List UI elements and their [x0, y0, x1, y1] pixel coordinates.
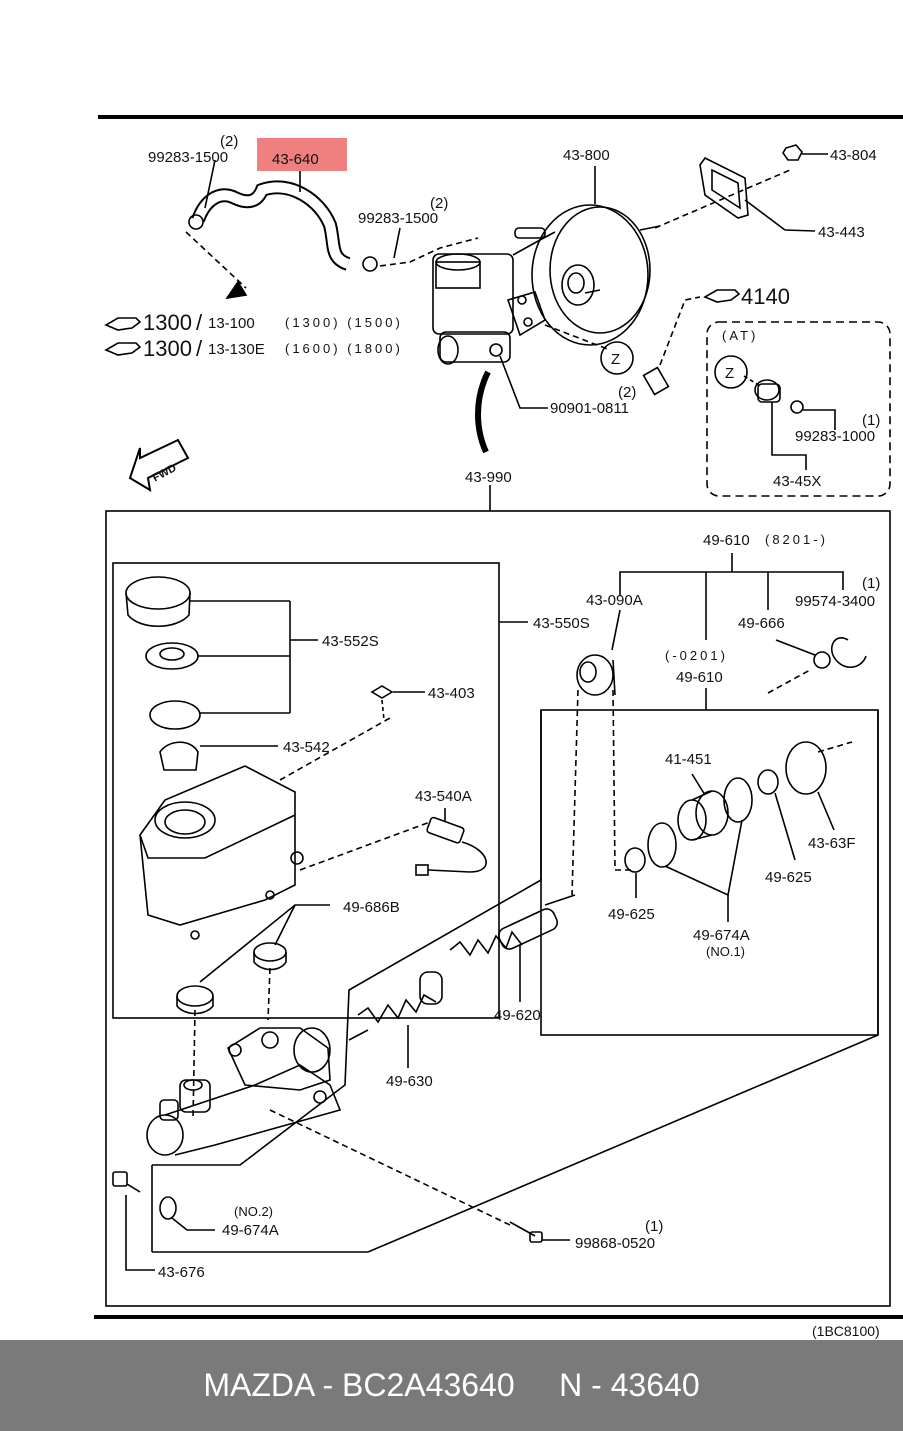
piston-41-451 [624, 741, 835, 922]
arrow-43-990 [475, 370, 491, 454]
label-49-625-a: 49-625 [765, 869, 812, 886]
snap-ring-99574 [767, 637, 867, 753]
z-label-1: Z [611, 351, 620, 368]
at-fitting-43-45x [743, 375, 836, 470]
label-43-800: 43-800 [563, 147, 610, 164]
ref-4140[interactable]: 4140 [741, 284, 790, 309]
brake-booster-43-800 [514, 166, 791, 351]
label-49-610: 49-610 [676, 669, 723, 686]
ref-1300-b[interactable]: 1300 [143, 336, 192, 361]
reference-hand-icon [104, 289, 741, 356]
ref-1300-b-slash: / [196, 336, 203, 361]
label-49-666: 49-666 [738, 615, 785, 632]
label-99283-1500-b: 99283-1500 [358, 210, 438, 227]
label-41-451: 41-451 [665, 751, 712, 768]
label-49-620: 49-620 [494, 1007, 541, 1024]
footer-spacer [515, 1367, 559, 1404]
label-49-686b: 49-686B [343, 899, 400, 916]
label-at: (AT) [722, 328, 758, 343]
footer-number: N - 43640 [559, 1367, 700, 1403]
label-49-674a: 49-674A [693, 927, 750, 944]
nut-43-804 [782, 144, 828, 161]
label-43-090a: 43-090A [586, 592, 643, 609]
label-99283-1000: 99283-1000 [795, 428, 875, 445]
label-49-610-top: 49-610 [703, 532, 750, 549]
ref-1300-b-sizes: (1600) (1800) [285, 341, 403, 356]
reservoir-seal [149, 601, 318, 730]
label-43-443: 43-443 [818, 224, 865, 241]
label-49-610-range: (-0201) [665, 648, 728, 663]
z-circle-2 [714, 355, 748, 389]
z-label-2: Z [725, 365, 734, 382]
part-footer-bar: MAZDA - BC2A43640 N - 43640 [0, 1340, 903, 1431]
label-49-674a-no1: (NO.1) [706, 944, 745, 959]
label-43-990: 43-990 [465, 469, 512, 486]
sensor-43-540a [415, 808, 487, 876]
label-90901-0811-qty: (2) [618, 384, 636, 401]
label-49-625-b: 49-625 [608, 906, 655, 923]
vacuum-hose-43-640 [185, 159, 479, 300]
ref-1300-b-part: 13-130E [208, 341, 265, 358]
at-box [706, 321, 891, 497]
label-49-674a-2: 49-674A [222, 1222, 279, 1239]
bolt-43-676 [112, 1171, 155, 1271]
bolt-90901-0811 [489, 343, 548, 409]
ref-1300-a-part: 13-100 [208, 315, 255, 332]
seal-49-674a-no2 [159, 1196, 215, 1231]
z-circle-1 [600, 341, 634, 375]
screw-99868 [269, 1109, 570, 1243]
label-99574-3400-qty: (1) [862, 575, 880, 592]
main-kit-box [105, 510, 891, 1307]
label-90901-0811: 90901-0811 [550, 400, 629, 417]
label-49-674a-no2: (NO.2) [234, 1204, 273, 1219]
ref-1300-a-sizes: (1300) (1500) [285, 315, 403, 330]
piston-kit-bracket [540, 553, 879, 1036]
ref-1300-a[interactable]: 1300 [143, 310, 192, 335]
label-49-610-top-range: (8201-) [765, 532, 828, 547]
reservoir-cap [125, 576, 290, 627]
clevis-pin [642, 296, 701, 396]
label-99574-3400: 99574-3400 [795, 593, 875, 610]
label-43-403: 43-403 [428, 685, 475, 702]
label-99868-0520-qty: (1) [645, 1218, 663, 1235]
label-43-640: 43-640 [272, 151, 319, 168]
label-49-630: 49-630 [386, 1073, 433, 1090]
footer-brand-part: MAZDA - BC2A43640 [203, 1367, 515, 1403]
label-99283-1000-qty: (1) [862, 412, 880, 429]
fwd-label: FWD [151, 462, 179, 484]
reservoir-box [112, 562, 500, 1019]
spring-49-620 [449, 894, 576, 1002]
label-99283-1500-b-qty: (2) [430, 195, 448, 212]
gasket-43-443 [699, 156, 816, 232]
label-43-63f: 43-63F [808, 835, 856, 852]
reservoir-tank [139, 717, 431, 940]
diagram-code: (1BC8100) [812, 1323, 880, 1339]
label-43-542: 43-542 [283, 739, 330, 756]
screw-43-403 [370, 685, 425, 721]
label-99283-1500-a-qty: (2) [220, 133, 238, 150]
label-99283-1500-a: 99283-1500 [148, 149, 228, 166]
master-cylinder-assembly-top [432, 231, 556, 365]
grommet-43-090a [571, 654, 632, 896]
label-43-804: 43-804 [830, 147, 877, 164]
grommets-49-686b [176, 904, 330, 1121]
fwd-arrow [128, 438, 190, 492]
label-43-540a: 43-540A [415, 788, 472, 805]
master-cylinder-body [146, 710, 879, 1253]
label-43-550s: 43-550S [533, 615, 590, 632]
strainer-43-542 [159, 741, 278, 771]
label-43-552s: 43-552S [322, 633, 379, 650]
highlight-box [257, 138, 347, 171]
parts-diagram: 43-640 99283-1500 (2) 99283-1500 (2) 43-… [94, 115, 903, 1339]
ref-1300-a-slash: / [196, 310, 203, 335]
reservoir-filter [145, 642, 290, 670]
label-99868-0520: 99868-0520 [575, 1235, 655, 1252]
spring-49-630 [348, 971, 443, 1068]
label-43-45x: 43-45X [773, 473, 821, 490]
label-43-676: 43-676 [158, 1264, 205, 1281]
